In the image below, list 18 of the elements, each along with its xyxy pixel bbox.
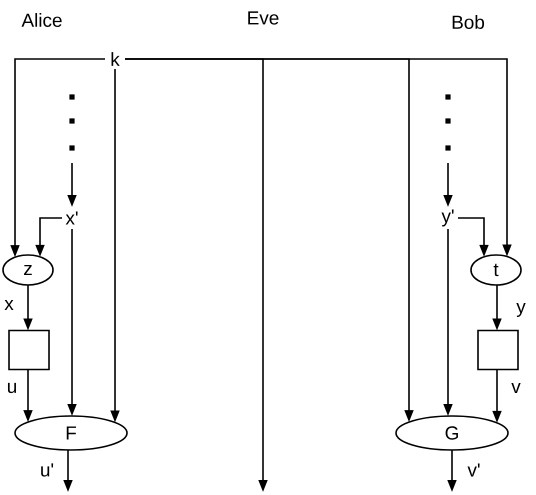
edge-label: v' — [466, 462, 482, 478]
column-heading: Bob — [452, 15, 484, 29]
edge-label: x — [3, 299, 15, 311]
ellipse-node: t — [470, 254, 522, 286]
node-label: x' — [66, 212, 78, 224]
edge-label: u' — [38, 462, 56, 478]
ellipse-node: G — [395, 415, 509, 451]
ellipse-node: z — [2, 254, 54, 286]
node-label: k — [112, 52, 120, 66]
edge-label: u — [6, 382, 18, 394]
node-label: y' — [442, 210, 454, 226]
process-box — [8, 330, 50, 370]
edge-label: v — [510, 382, 522, 394]
column-heading: Alice — [22, 13, 62, 27]
column-heading: Eve — [248, 11, 278, 25]
process-box — [477, 330, 519, 370]
ellipse-node: F — [14, 415, 128, 451]
edge-label: y — [515, 302, 527, 318]
